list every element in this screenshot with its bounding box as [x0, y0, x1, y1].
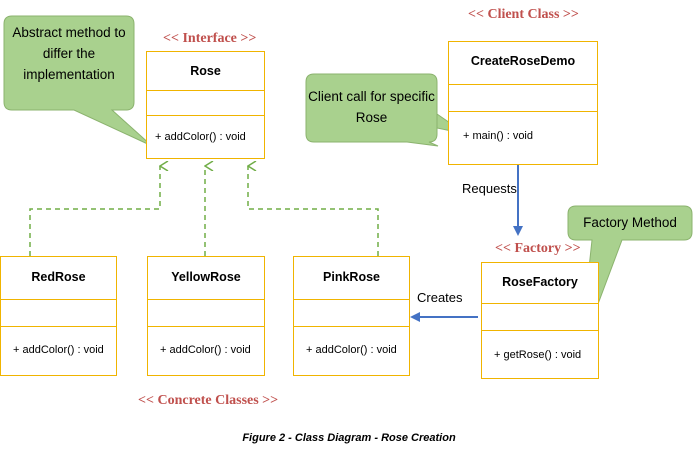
divider — [148, 299, 264, 300]
class-name: YellowRose — [171, 270, 241, 284]
figure-caption: Figure 2 - Class Diagram - Rose Creation — [242, 432, 456, 444]
class-name: PinkRose — [323, 270, 380, 284]
callout-factory-method-shape — [567, 205, 693, 353]
factory-method-callout: Factory Method — [583, 215, 677, 230]
client-call-callout: Client call for specific Rose — [308, 89, 435, 125]
realization-redrose — [29, 166, 160, 256]
divider — [449, 111, 597, 112]
create-rose-demo-box[interactable]: CreateRoseDemo + main() : void — [448, 41, 598, 165]
requests-arrow — [513, 165, 523, 236]
divider — [147, 90, 264, 91]
creates-arrow — [410, 312, 478, 322]
operation-add-color: + addColor() : void — [13, 344, 104, 356]
realization-pinkrose — [248, 166, 379, 256]
class-name: RedRose — [31, 270, 86, 284]
divider — [482, 330, 598, 331]
divider — [1, 326, 116, 327]
divider — [1, 299, 116, 300]
operation-add-color: + addColor() : void — [160, 344, 251, 356]
class-name: Rose — [190, 64, 221, 78]
divider — [449, 84, 597, 85]
factory-stereotype: << Factory >> — [495, 241, 581, 256]
divider — [294, 326, 409, 327]
callout-abstract-method-shape — [3, 15, 153, 147]
abstract-method-callout: Abstract method to differ the implementa… — [12, 25, 126, 82]
divider — [147, 115, 264, 116]
class-name: CreateRoseDemo — [470, 54, 576, 68]
operation-add-color: + addColor() : void — [306, 344, 397, 356]
requests-label: Requests — [462, 181, 517, 196]
client-class-stereotype: << Client Class >> — [468, 7, 579, 22]
rose-interface-box[interactable]: Rose + addColor() : void — [146, 51, 265, 159]
callout-client-call-shape — [305, 73, 439, 147]
yellow-rose-box[interactable]: YellowRose + addColor() : void — [147, 256, 265, 376]
red-rose-box[interactable]: RedRose + addColor() : void — [0, 256, 117, 376]
divider — [148, 326, 264, 327]
operation-add-color: + addColor() : void — [155, 131, 246, 143]
class-name: RoseFactory — [502, 275, 578, 289]
pink-rose-box[interactable]: PinkRose + addColor() : void — [293, 256, 410, 376]
concrete-classes-stereotype: << Concrete Classes >> — [138, 393, 279, 408]
creates-label: Creates — [417, 290, 463, 305]
rose-factory-box[interactable]: RoseFactory + getRose() : void — [481, 262, 599, 379]
divider — [482, 303, 598, 304]
operation-get-rose: + getRose() : void — [494, 349, 582, 361]
divider — [294, 299, 409, 300]
interface-stereotype: << Interface >> — [163, 31, 257, 46]
operation-main: + main() : void — [463, 130, 533, 142]
